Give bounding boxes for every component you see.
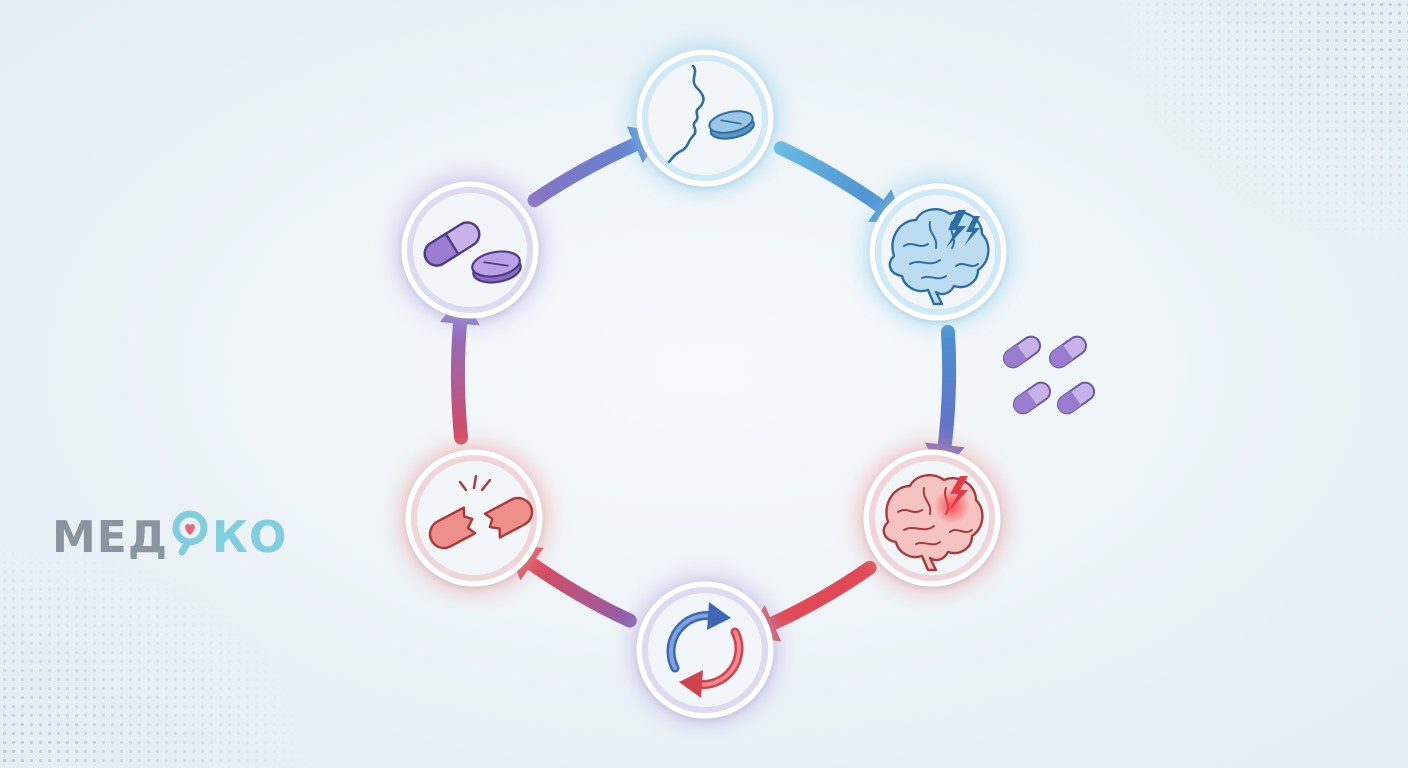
stage-node-cycle-repeat — [636, 581, 774, 719]
brain-pain-icon — [882, 474, 984, 572]
medoko-logo: МЕД КО — [52, 508, 287, 566]
brain-lightning-icon — [888, 208, 990, 306]
circular-arrows-icon — [666, 602, 744, 698]
stage-node-oral-intake — [636, 49, 774, 187]
stage-node-inner-ring — [407, 187, 533, 313]
capsule-and-tablet-icon — [423, 221, 522, 284]
broken-capsule-icon — [428, 474, 534, 550]
logo-pin-icon — [170, 508, 210, 566]
cycle-nodes — [396, 44, 1012, 724]
face-with-pill-icon — [667, 64, 755, 164]
logo-text-part1: МЕД — [52, 511, 169, 563]
stage-node-inner-ring — [411, 455, 537, 581]
logo-text-part2: КО — [212, 511, 288, 563]
capsules-icon — [1002, 335, 1096, 415]
stage-node-inner-ring — [642, 55, 768, 181]
stage-node-inner-ring — [642, 587, 768, 713]
cycle-arrow-shaft — [527, 136, 646, 208]
stage-node-pill-broken — [405, 449, 543, 587]
stage-node-inner-ring — [869, 455, 995, 581]
stage-node-more-pills — [401, 181, 539, 319]
cycle-arrow-shaft — [450, 312, 469, 445]
cycle-arrow-shaft — [773, 141, 890, 215]
cycle-arrow-shaft — [762, 560, 877, 633]
stage-node-inner-ring — [875, 189, 1001, 315]
cycle-arrow-shaft — [521, 554, 637, 628]
cycle-arrow-shaft — [937, 324, 957, 456]
